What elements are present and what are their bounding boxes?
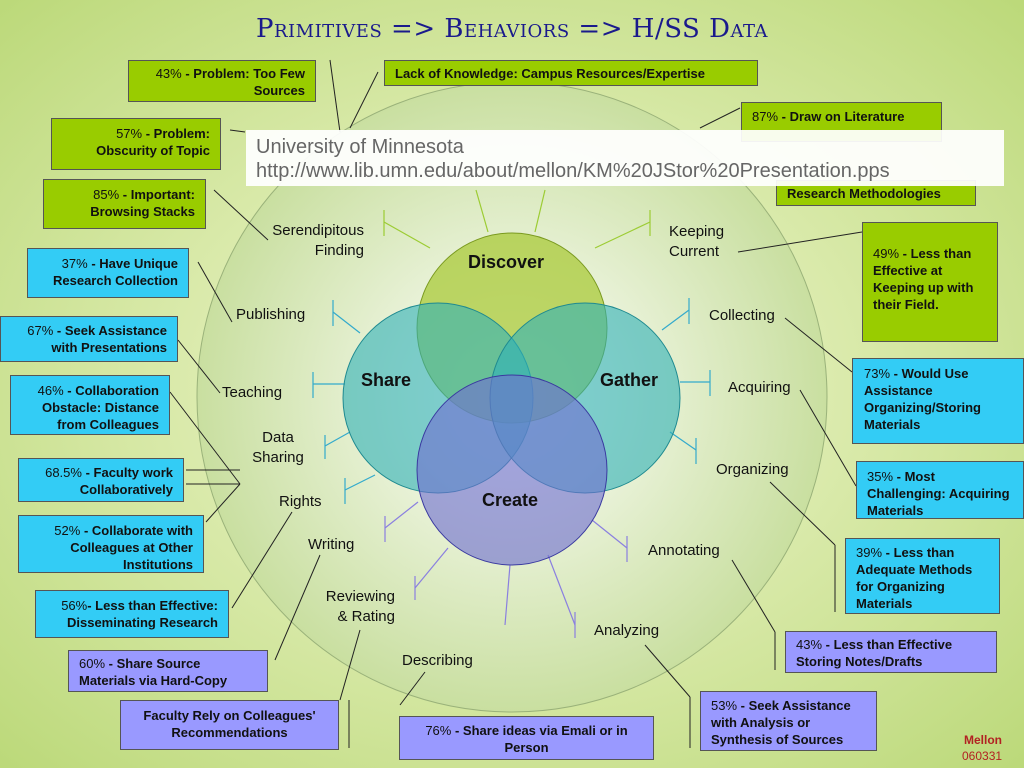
- behavior-describing: Describing: [402, 652, 473, 669]
- stat-box-share-ideas: 76% - Share ideas via Emali or in Person: [399, 716, 654, 760]
- stat-percent: 43%: [155, 66, 182, 81]
- create-label: Create: [482, 490, 539, 510]
- stat-box-disseminating: 56%- Less than Effective: Disseminating …: [35, 590, 229, 638]
- behavior-reviewing-rating: Reviewing & Rating: [316, 587, 395, 627]
- stat-box-hard-copy: 60% - Share Source Materials via Hard-Co…: [68, 650, 268, 692]
- behavior-keeping-current: Keeping Current: [669, 222, 724, 262]
- stat-box-storing-notes: 43% - Less than Effective Storing Notes/…: [785, 631, 997, 673]
- behavior-acquiring: Acquiring: [728, 379, 791, 396]
- stat-text: - Seek Assistance with Presentations: [51, 323, 167, 355]
- stat-box-unique-collection: 37% - Have Unique Research Collection: [27, 248, 189, 298]
- stat-percent: 53%: [711, 698, 738, 713]
- stat-box-organizing-methods: 39% - Less than Adequate Methods for Org…: [845, 538, 1000, 614]
- stat-text: - Important: Browsing Stacks: [90, 187, 195, 219]
- stat-percent: 73%: [864, 366, 891, 381]
- stat-box-browsing-stacks: 85% - Important: Browsing Stacks: [43, 179, 206, 229]
- stat-box-lack-of-knowledge: Lack of Knowledge: Campus Resources/Expe…: [384, 60, 758, 86]
- footer-mellon: Mellon: [964, 733, 1002, 747]
- stat-text: - Less than Effective: Disseminating Res…: [66, 598, 218, 630]
- discover-label: Discover: [468, 252, 545, 272]
- behavior-organizing: Organizing: [716, 461, 789, 478]
- stat-box-keeping-up: 49% - Less than Effective at Keeping up …: [862, 222, 998, 342]
- source-url: http://www.lib.umn.edu/about/mellon/KM%2…: [256, 160, 890, 182]
- stat-text: - Have Unique Research Collection: [53, 256, 178, 288]
- stat-text: Research Methodologies: [787, 186, 941, 201]
- stat-percent: 39%: [856, 545, 883, 560]
- stat-text: - Less than Effective at Keeping up with…: [873, 246, 974, 312]
- stat-percent: 49%: [873, 246, 900, 261]
- stat-text: - Collaborate with Colleagues at Other I…: [70, 523, 193, 572]
- behavior-line: Sharing: [252, 449, 304, 466]
- stat-box-obscurity-of-topic: 57% - Problem: Obscurity of Topic: [51, 118, 221, 170]
- stat-text: - Collaboration Obstacle: Distance from …: [41, 383, 159, 432]
- source-institution: University of Minnesota: [256, 136, 464, 158]
- behavior-line: Keeping: [669, 223, 725, 240]
- stat-box-analysis-synthesis: 53% - Seek Assistance with Analysis or S…: [700, 691, 877, 751]
- stat-percent: 76%: [425, 723, 452, 738]
- behavior-analyzing: Analyzing: [594, 622, 660, 639]
- stat-box-work-collaboratively: 68.5% - Faculty work Collaboratively: [18, 458, 184, 502]
- footer-code: 060331: [962, 749, 1003, 763]
- source-overlay: University of Minnesota http://www.lib.u…: [246, 130, 1004, 186]
- share-label: Share: [361, 370, 412, 390]
- stat-text: Lack of Knowledge: Campus Resources/Expe…: [395, 66, 705, 81]
- stat-box-presentations: 67% - Seek Assistance with Presentations: [0, 316, 178, 362]
- stat-text: Faculty Rely on Colleagues' Recommendati…: [143, 708, 316, 740]
- stat-text: - Problem: Too Few Sources: [181, 66, 305, 98]
- behavior-serendipitous-finding: Serendipitous Finding: [260, 221, 364, 261]
- behavior-annotating: Annotating: [648, 542, 720, 559]
- stat-text: - Would Use Assistance Organizing/Storin…: [864, 366, 981, 432]
- stat-percent: 37%: [61, 256, 88, 271]
- stat-percent: 67%: [27, 323, 54, 338]
- behavior-line: & Rating: [337, 608, 395, 625]
- stat-box-colleague-recommendations: Faculty Rely on Colleagues' Recommendati…: [120, 700, 339, 750]
- behavior-publishing: Publishing: [236, 306, 306, 323]
- stat-percent: 52%: [54, 523, 81, 538]
- behavior-line: Data: [262, 429, 294, 446]
- stat-text: - Most Challenging: Acquiring Materials: [867, 469, 1010, 518]
- create-circle: [416, 374, 608, 566]
- stat-percent: 85%: [93, 187, 120, 202]
- stat-text: - Seek Assistance with Analysis or Synth…: [711, 698, 851, 747]
- stat-percent: 46%: [37, 383, 64, 398]
- stat-percent: 43%: [796, 637, 823, 652]
- stat-text: - Less than Effective Storing Notes/Draf…: [796, 637, 953, 669]
- behavior-line: Finding: [314, 242, 364, 259]
- page-title: Primitives => Behaviors => H/SS Data: [255, 14, 769, 44]
- behavior-line: Reviewing: [325, 588, 395, 605]
- stat-text: - Draw on Literature: [778, 109, 905, 124]
- behavior-data-sharing: Data Sharing: [247, 428, 309, 468]
- stat-text: - Faculty work Collaboratively: [79, 465, 173, 497]
- stat-text: - Less than Adequate Methods for Organiz…: [856, 545, 973, 611]
- behavior-rights: Rights: [279, 493, 322, 510]
- stat-percent: 35%: [867, 469, 894, 484]
- behavior-line: Current: [669, 243, 720, 260]
- behavior-line: Serendipitous: [272, 222, 364, 239]
- stat-text: - Share Source Materials via Hard-Copy: [79, 656, 228, 688]
- stat-box-acquiring-materials: 35% - Most Challenging: Acquiring Materi…: [856, 461, 1024, 519]
- behavior-collecting: Collecting: [709, 307, 775, 324]
- stat-box-other-institutions: 52% - Collaborate with Colleagues at Oth…: [18, 515, 204, 573]
- stat-percent: 57%: [116, 126, 143, 141]
- stat-text: - Share ideas via Emali or in Person: [451, 723, 628, 755]
- gather-label: Gather: [600, 370, 659, 390]
- stat-percent: 68.5%: [45, 465, 82, 480]
- stat-percent: 87%: [752, 109, 779, 124]
- behavior-teaching: Teaching: [222, 384, 283, 401]
- stat-box-organizing-storing: 73% - Would Use Assistance Organizing/St…: [852, 358, 1024, 444]
- stat-percent: 56%: [61, 598, 88, 613]
- stat-text: - Problem: Obscurity of Topic: [96, 126, 210, 158]
- stat-box-collaboration-distance: 46% - Collaboration Obstacle: Distance f…: [10, 375, 170, 435]
- behavior-writing: Writing: [308, 536, 355, 553]
- stat-box-too-few-sources: 43% - Problem: Too Few Sources: [128, 60, 316, 102]
- stat-percent: 60%: [79, 656, 106, 671]
